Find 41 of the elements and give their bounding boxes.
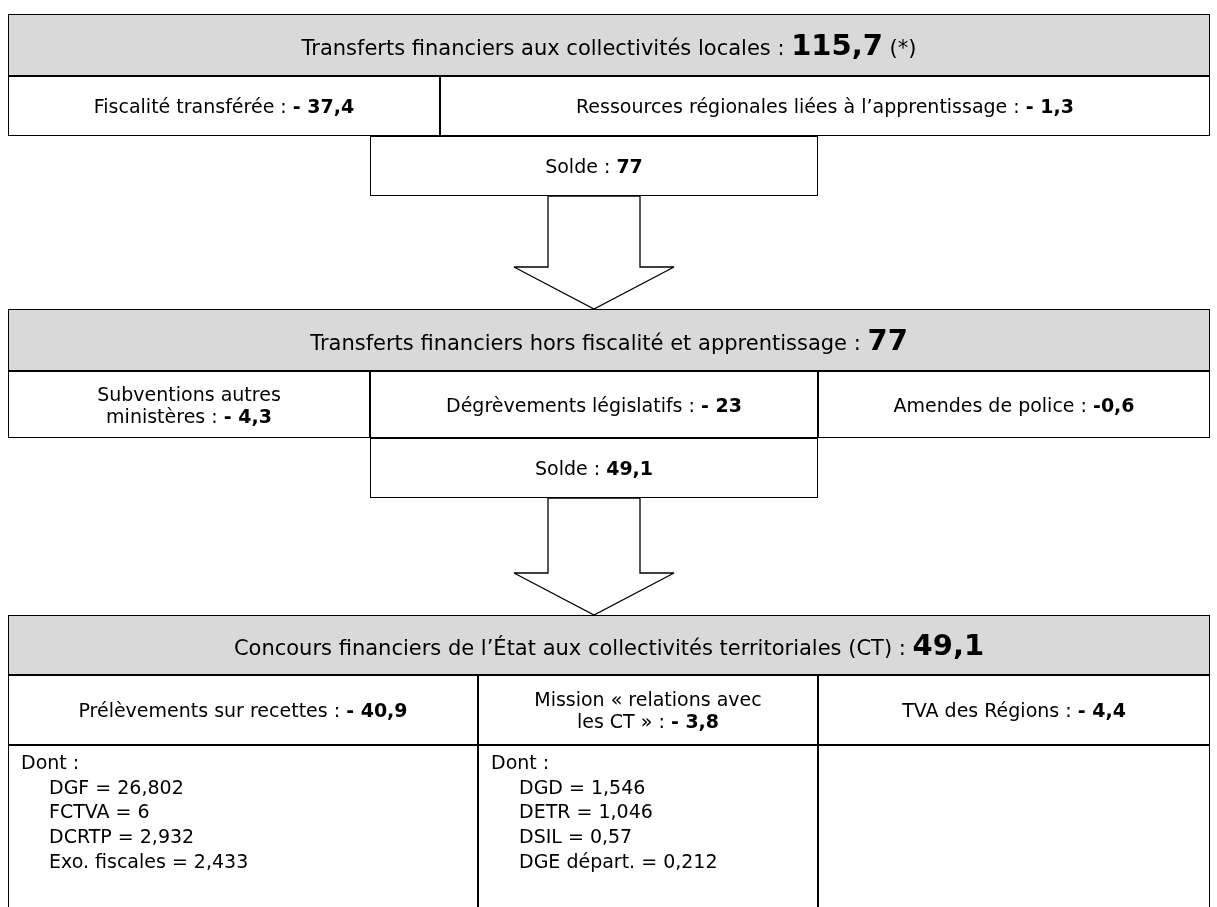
table-cell: [818, 745, 1210, 907]
table-cell: [478, 675, 818, 745]
header-text: Concours financiers de l’État aux collectivités territoriales (CT) : 49,1: [233, 628, 985, 662]
header-text: Transferts financiers aux collectivités locales : 115,7 (*): [301, 28, 917, 62]
table-cell: [8, 675, 478, 745]
cell-text: Subventions autres ministères : - 4,3: [96, 382, 282, 427]
cell-text: Solde : 77: [545, 155, 643, 177]
list-line: Dont :: [491, 750, 550, 775]
list-line: DCRTP = 2,932: [48, 824, 195, 849]
table-cell: [818, 675, 1210, 745]
table-cell: [478, 745, 818, 907]
list-line: DGE départ. = 0,212: [518, 848, 718, 874]
list-line: DGF = 26,802: [48, 774, 184, 800]
table-cell: [370, 371, 818, 438]
header-cell: [8, 14, 1210, 76]
cell-text: Amendes de police : -0,6: [893, 393, 1135, 416]
list-line: DGD = 1,546: [518, 774, 646, 800]
cell-text: TVA des Régions : - 4,4: [902, 699, 1126, 721]
table-cell: [8, 371, 370, 438]
cell-text: Fiscalité transférée : - 37,4: [93, 95, 355, 117]
header-cell: [8, 309, 1210, 371]
table-cell: [8, 745, 478, 907]
list-line: FCTVA = 6: [48, 799, 150, 825]
header-text: Transferts financiers hors fiscalité et apprentissage : 77: [310, 323, 908, 357]
cell-text: Ressources régionales liées à l’apprentissage : - 1,3: [576, 95, 1074, 117]
block-arrow: [513, 195, 675, 310]
table-cell: [8, 76, 440, 136]
cell-text: Dégrèvements législatifs : - 23: [446, 393, 742, 416]
table-cell: [818, 371, 1210, 438]
block-arrow: [513, 497, 675, 616]
cell-text: Mission « relations avec les CT » : - 3,8: [533, 688, 763, 732]
cell-text: Prélèvements sur recettes : - 40,9: [78, 699, 408, 721]
table-cell: [370, 136, 818, 196]
list-line: Exo. fiscales = 2,433: [48, 848, 249, 874]
cell-text: Solde : 49,1: [534, 457, 654, 479]
table-cell: [440, 76, 1210, 136]
list-line: DETR = 1,046: [518, 799, 653, 825]
list-line: DSIL = 0,57: [518, 824, 633, 849]
header-cell: [8, 615, 1210, 675]
table-cell: [370, 438, 818, 498]
list-line: Dont :: [21, 750, 80, 775]
